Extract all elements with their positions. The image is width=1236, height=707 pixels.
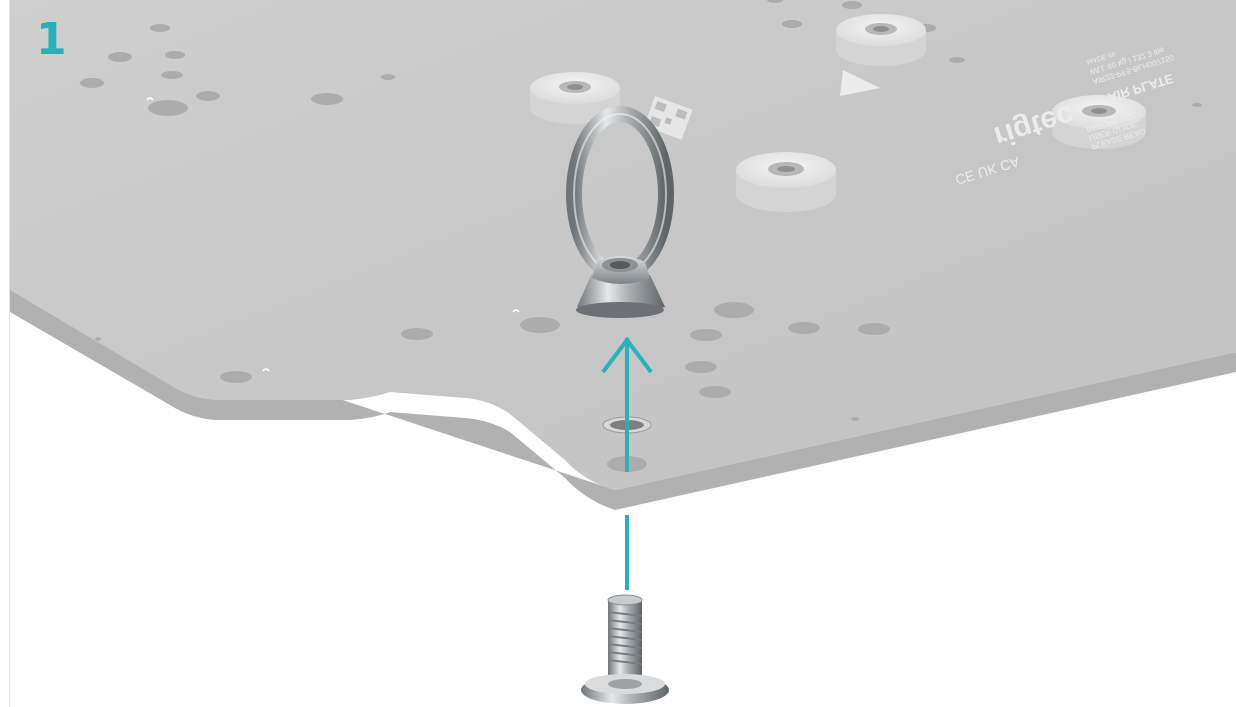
screw-icon — [581, 595, 669, 704]
plate-top-surface — [10, 0, 1236, 490]
rubber-pad — [736, 152, 836, 212]
rubber-pad — [836, 14, 926, 66]
step-number: 1 — [36, 18, 67, 62]
